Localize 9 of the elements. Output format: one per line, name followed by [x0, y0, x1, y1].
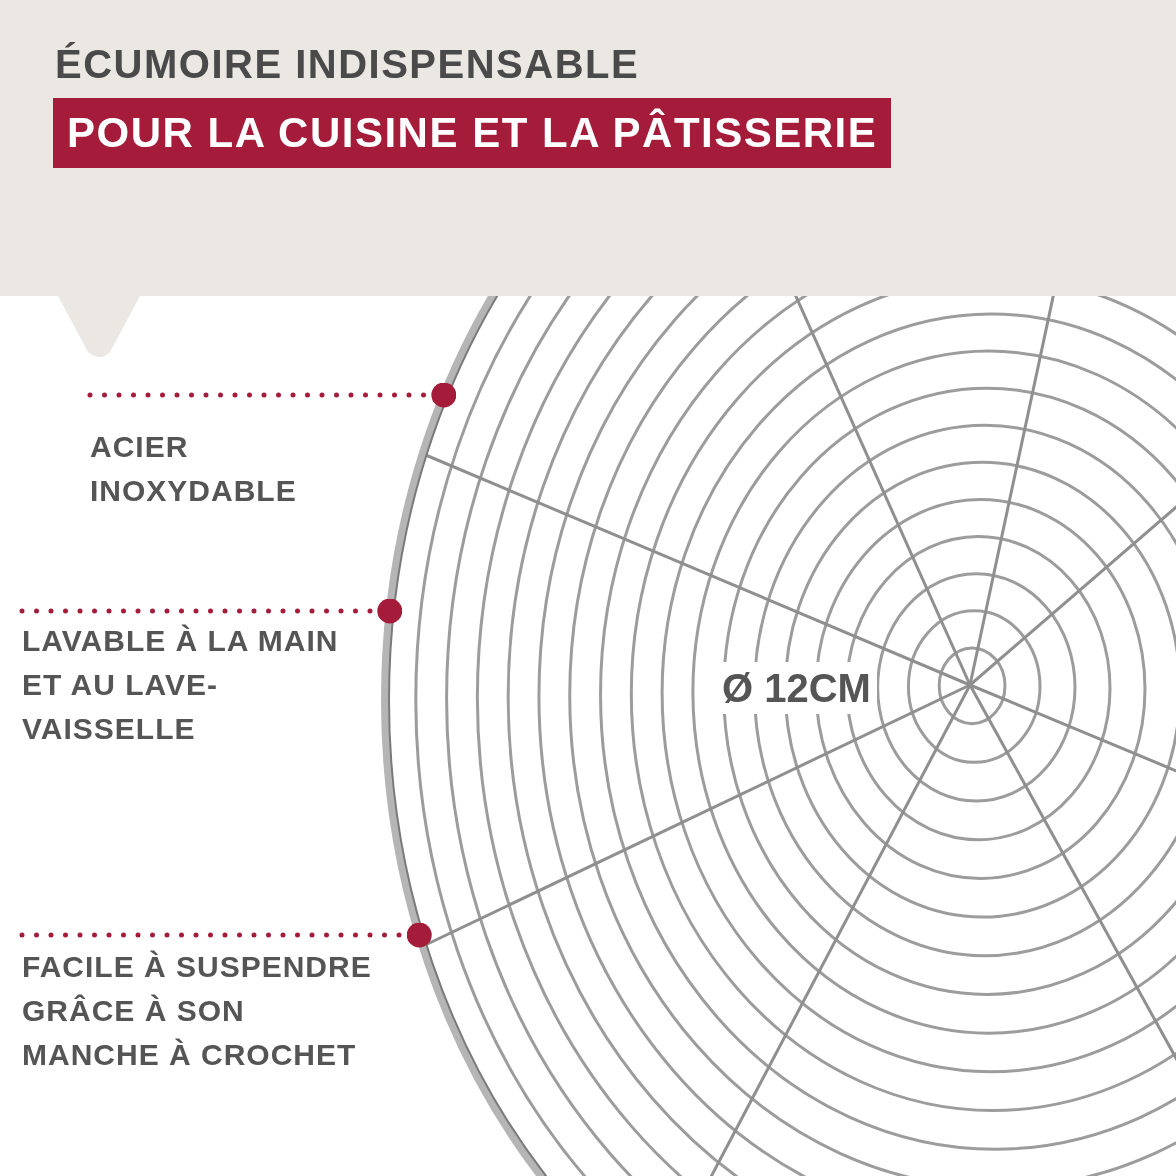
title: ÉCUMOIRE INDISPENSABLE: [55, 41, 640, 88]
leader-line: [19, 922, 432, 948]
leader-line: [19, 598, 403, 624]
callout-text: FACILE À SUSPENDRE GRÂCE À SON MANCHE À CROCHET: [22, 949, 373, 1073]
skimmer-drawing: [380, 296, 1176, 1176]
callout-text: LAVABLE À LA MAIN ET AU LAVE-VAISSELLE: [22, 623, 340, 747]
leader-line: [87, 382, 457, 408]
callout-text: ACIER INOXYDABLE: [90, 429, 298, 509]
subtitle-banner: POUR LA CUISINE ET LA PÂTISSERIE: [53, 98, 892, 168]
